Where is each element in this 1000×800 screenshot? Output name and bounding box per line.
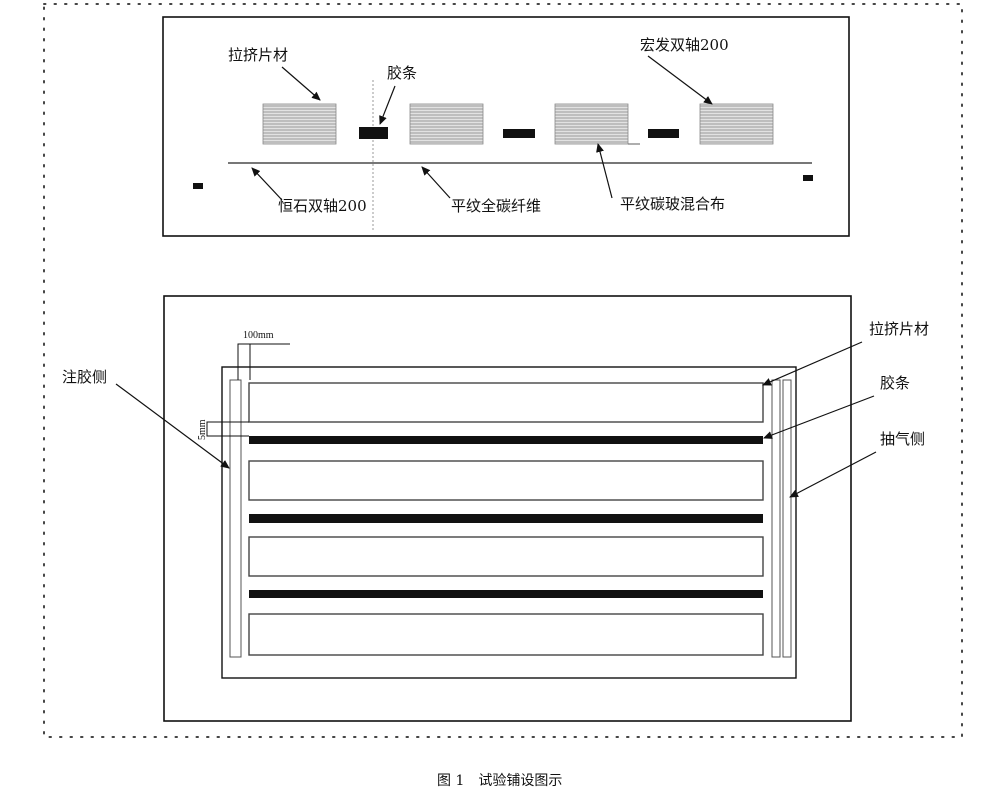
end-block-right [803,175,813,181]
top-panel-frame [162,16,850,237]
cross-section-panel: 拉挤片材 胶条 宏发双轴200 恒石双轴200 平纹全碳纤维 平纹碳玻混合布 [162,16,850,237]
vacuum-channel-inner [771,379,781,658]
label-hengshi-biaxial: 恒石双轴200 [278,197,367,215]
arrow-hengshi-biaxial [251,167,283,201]
adhesive-strip-2 [503,129,535,138]
mould-frame [221,366,797,679]
arrow-plain-carbon [421,166,451,199]
label-pultruded-sheet-top: 拉挤片材 [228,46,288,64]
dotted-outer-frame [43,3,963,738]
plan-sheet-2 [248,460,764,501]
label-pultruded-sheet-bottom: 拉挤片材 [869,320,929,338]
bottom-panel-frame [163,295,852,722]
resin-inlet-channel [229,379,242,658]
arrow-resin-inlet [115,383,230,469]
arrow-hongfa-biaxial [647,55,713,105]
pultruded-sheet-3 [554,103,629,145]
label-hongfa-biaxial: 宏发双轴200 [640,36,729,54]
arrow-pultruded-sheet-bottom [762,341,863,386]
figure-caption: 图 1 试验铺设图示 [437,773,562,789]
plan-adhesive-strip-1 [249,436,763,444]
plan-adhesive-strip-3 [249,590,763,598]
arrow-vacuum-side [789,451,877,498]
arrow-pultruded-sheet-top [281,66,321,101]
label-5mm: 5mm [197,419,208,440]
label-adhesive-strip-bottom: 胶条 [880,374,910,392]
adhesive-strip-3 [648,129,679,138]
arrow-adhesive-strip-top [379,85,396,125]
arrow-adhesive-strip-bottom [763,395,875,439]
plan-sheet-1 [248,382,764,423]
plan-sheet-3 [248,536,764,577]
label-plain-carbon: 平纹全碳纤维 [451,197,541,215]
adhesive-strip-1 [359,127,388,139]
label-100mm: 100mm [243,330,274,341]
pultruded-sheet-1 [262,103,337,145]
pultruded-sheet-4 [699,103,774,145]
end-block-left [193,183,203,189]
dim-100mm-bracket [237,343,290,380]
plan-adhesive-strip-2 [249,514,763,523]
vacuum-channel-outer [782,379,792,658]
label-adhesive-strip-top: 胶条 [387,64,417,82]
arrow-plain-hybrid [596,143,613,199]
pultruded-sheet-2 [409,103,484,145]
label-plain-hybrid: 平纹碳玻混合布 [620,195,725,213]
dim-5mm-bracket [206,421,249,437]
plan-view-panel: 100mm 5mm 注胶侧 拉挤片材 胶条 抽气侧 [62,295,929,722]
label-vacuum-side: 抽气侧 [880,430,925,448]
label-resin-inlet-side: 注胶侧 [62,368,107,386]
plan-sheet-4 [248,613,764,656]
